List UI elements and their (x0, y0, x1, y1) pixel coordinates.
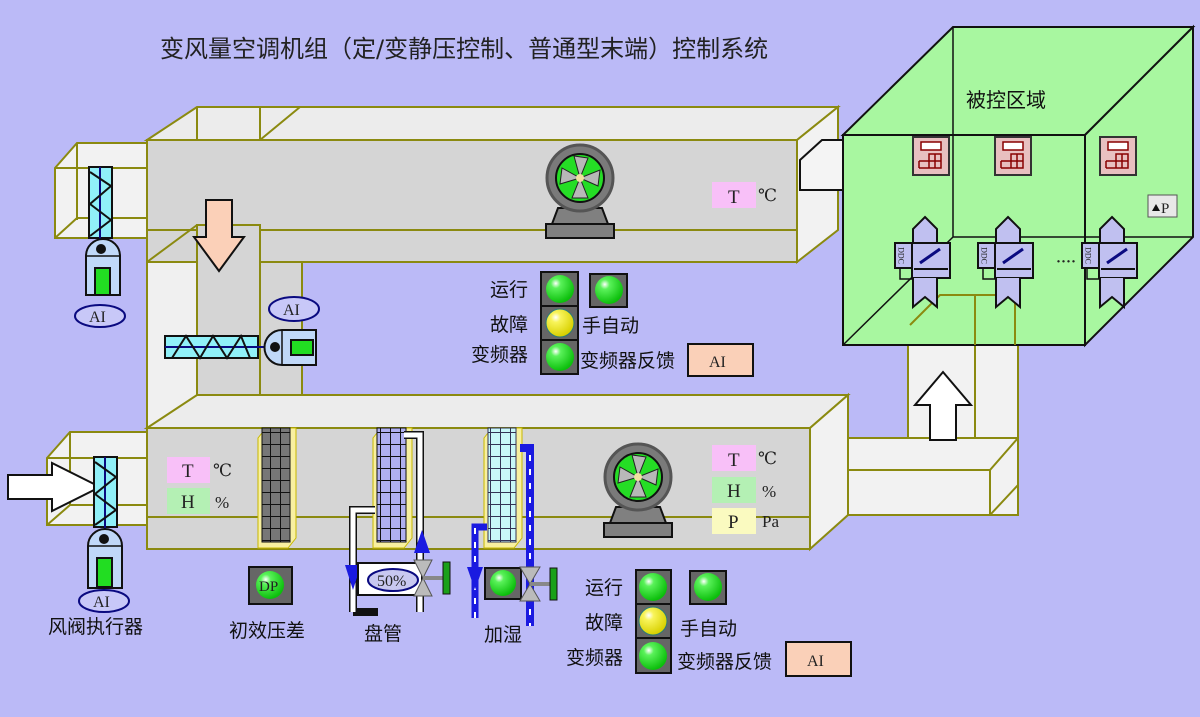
vfd-feedback-label: 变频器反馈 (677, 651, 772, 673)
mixed-temp-unit: ℃ (213, 461, 232, 480)
supply-pressure-label: P (728, 512, 739, 533)
exhaust-damper-ai-label: AI (89, 309, 106, 326)
coil-valve-value: 50% (377, 573, 406, 590)
filter-label: 初效压差 (229, 620, 305, 642)
supply-fan-icon[interactable] (602, 442, 674, 539)
return-fan-icon[interactable] (544, 143, 616, 240)
vfd-feedback-value: AI (807, 653, 824, 670)
humidifier-valve[interactable] (484, 566, 558, 602)
zone-pressure-label: P (1161, 201, 1169, 217)
humidifier-label: 加湿 (484, 624, 522, 646)
damper-actuator-label: 风阀执行器 (48, 616, 143, 638)
fresh-air-damper-ai-label: AI (93, 594, 110, 611)
thermostat-icon[interactable] (912, 136, 950, 176)
supply-air-up-arrow-icon (912, 370, 974, 441)
hand-auto-status-light (595, 276, 623, 304)
filter-dp-label: DP (259, 579, 278, 595)
supply-air-sensors[interactable]: T ℃ H % P Pa (712, 445, 779, 534)
coil-piping (345, 431, 430, 616)
thermostat-icon[interactable] (994, 136, 1032, 176)
vfd-label: 变频器 (471, 344, 528, 366)
fresh-air-arrow-icon (7, 461, 103, 513)
primary-filter (257, 427, 297, 549)
mix-damper-ai-label: AI (283, 302, 300, 319)
supply-temp-unit: ℃ (758, 449, 777, 468)
fault-status-light (638, 606, 668, 636)
ddc-label: DDC (1084, 247, 1093, 264)
fault-label: 故障 (585, 612, 623, 634)
run-status-light (546, 275, 574, 303)
supply-humidity-unit: % (762, 482, 776, 501)
humidifier-panel (483, 427, 523, 549)
exhaust-damper-ai[interactable]: AI (74, 304, 126, 328)
return-air-down-arrow-icon (192, 199, 246, 273)
supply-pressure-unit: Pa (762, 512, 779, 531)
fault-label: 故障 (490, 314, 528, 336)
page-title: 变风量空调机组（定/变静压控制、普通型末端）控制系统 (160, 35, 768, 63)
controlled-zone: 被控区域 P DDC DDC DDC ···· (840, 24, 1196, 348)
thermostat-icon[interactable] (1099, 136, 1137, 176)
supply-fan-status-panel: 运行 故障 变频器 手自动 变频器反馈 AI (566, 569, 852, 677)
fault-status-light (545, 308, 575, 338)
humidifier-status-light (490, 570, 516, 596)
supply-humidity-label: H (727, 481, 741, 502)
flow-arrow-up-icon (414, 530, 430, 553)
zone-label: 被控区域 (966, 88, 1046, 112)
mix-damper-ai[interactable]: AI (268, 296, 320, 322)
vfd-feedback-label: 变频器反馈 (580, 350, 675, 372)
fresh-air-damper-ai[interactable]: AI (78, 589, 130, 613)
cooling-coil (372, 427, 413, 549)
run-status-light (639, 573, 667, 601)
supply-temp-label: T (728, 450, 740, 471)
return-temp-sensor[interactable]: T ℃ (712, 182, 777, 208)
ddc-label: DDC (897, 247, 906, 264)
mixed-air-sensors[interactable]: T ℃ H % (167, 457, 232, 514)
ddc-label: DDC (980, 247, 989, 264)
vfd-feedback-ai[interactable]: AI (785, 641, 852, 677)
coil-valve[interactable]: 50% (357, 559, 451, 597)
fresh-air-damper[interactable] (87, 456, 123, 589)
hand-auto-label: 手自动 (582, 315, 639, 337)
coil-label: 盘管 (364, 623, 402, 645)
more-terminals-ellipsis: ···· (1056, 254, 1076, 270)
mixed-humidity-label: H (181, 492, 195, 513)
run-label: 运行 (585, 577, 623, 599)
delta-icon (1152, 204, 1160, 211)
mixed-humidity-unit: % (215, 493, 229, 512)
vfd-feedback-ai[interactable]: AI (687, 343, 754, 377)
run-label: 运行 (490, 279, 528, 301)
mix-damper[interactable] (164, 329, 317, 366)
return-temp-label: T (728, 187, 740, 208)
return-fan-status-panel: 运行 故障 变频器 手自动 变频器反馈 AI (471, 271, 754, 377)
flow-arrow-down-icon (467, 567, 483, 590)
vfd-feedback-value: AI (709, 354, 726, 371)
vfd-label: 变频器 (566, 647, 623, 669)
return-temp-unit: ℃ (758, 186, 777, 205)
exhaust-damper[interactable] (85, 166, 121, 296)
vfd-status-light (639, 642, 667, 670)
hand-auto-status-light (694, 573, 722, 601)
mixed-temp-label: T (182, 461, 194, 482)
hand-auto-label: 手自动 (680, 618, 737, 640)
vfd-status-light (546, 343, 574, 371)
zone-pressure-sensor[interactable] (1147, 194, 1178, 218)
filter-dp-indicator[interactable]: DP (248, 566, 293, 605)
